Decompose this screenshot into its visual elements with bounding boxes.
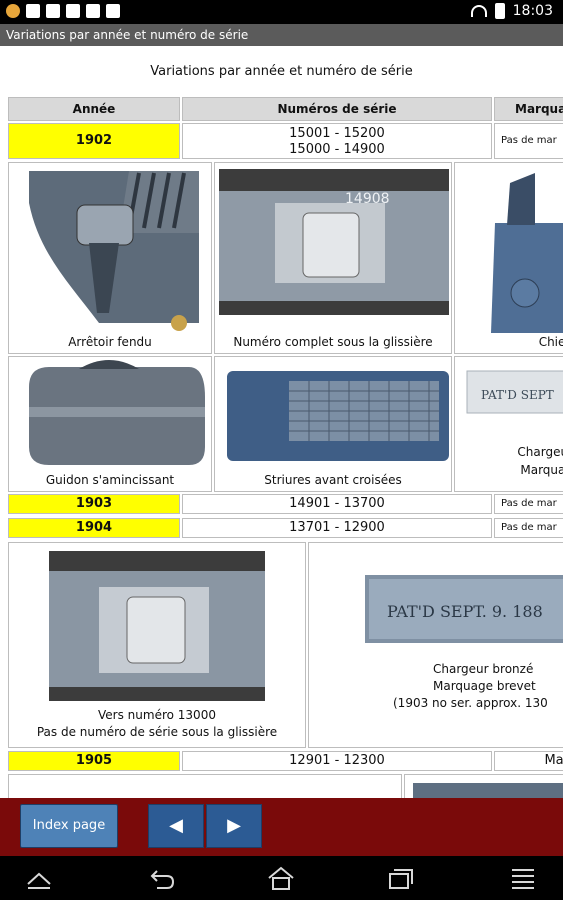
sd-card-icon bbox=[46, 4, 60, 18]
header-annee: Année bbox=[8, 97, 180, 121]
figure-caption: Vers numéro 13000 Pas de numéro de série… bbox=[9, 707, 305, 741]
arretoir-image bbox=[9, 163, 211, 333]
content-area[interactable]: Variations par année et numéro de série … bbox=[0, 46, 563, 798]
app-title: Variations par année et numéro de série bbox=[6, 28, 249, 42]
marking-1903: Pas de mar bbox=[494, 494, 563, 514]
system-nav-bar bbox=[0, 856, 563, 900]
front-sight-image bbox=[9, 357, 211, 469]
caption-line: Marquag bbox=[520, 463, 563, 477]
plate-image bbox=[413, 783, 563, 798]
caption-line: Vers numéro 13000 bbox=[98, 708, 216, 722]
back-icon[interactable] bbox=[145, 866, 175, 890]
year-1905: 1905 bbox=[8, 751, 180, 771]
year-1904: 1904 bbox=[8, 518, 180, 538]
recents-icon[interactable] bbox=[386, 866, 416, 890]
clock: 18:03 bbox=[512, 3, 553, 19]
serials-1905: 12901 - 12300 bbox=[182, 751, 492, 771]
marking-1902: Pas de mar bbox=[494, 123, 563, 159]
serials-1904: 13701 - 12900 bbox=[182, 518, 492, 538]
year-1902: 1902 bbox=[8, 123, 180, 159]
serial-range: 15000 - 14900 bbox=[289, 142, 385, 157]
figure-vers-13000: Vers numéro 13000 Pas de numéro de série… bbox=[8, 542, 306, 748]
slide-number-image: 14908 bbox=[215, 163, 451, 333]
figure-striures: Striures avant croisées bbox=[214, 356, 452, 492]
serials-1902: 15001 - 15200 15000 - 14900 bbox=[182, 123, 492, 159]
patent-stamp: PAT'D SEPT bbox=[481, 388, 554, 402]
next-button[interactable]: ▶ bbox=[206, 804, 262, 848]
hammer-image bbox=[455, 163, 563, 333]
figure-chargeur-bronze: PAT'D SEPT. 9. 188 Chargeur bronzé Marqu… bbox=[308, 542, 563, 748]
serrations-image bbox=[215, 357, 451, 469]
bottom-toolbar: Index page ◀ ▶ bbox=[0, 798, 563, 856]
figure-chargeur: PAT'D SEPT Chargeur Marquag bbox=[454, 356, 563, 492]
figure-numero-complet: 14908 Numéro complet sous la glissière bbox=[214, 162, 452, 354]
figure-caption: Chargeur Marquag bbox=[455, 443, 563, 479]
serials-1903: 14901 - 13700 bbox=[182, 494, 492, 514]
figure-1905-right bbox=[404, 774, 563, 798]
figure-caption: Arrêtoir fendu bbox=[68, 335, 152, 349]
caption-line: Marquage brevet bbox=[433, 679, 536, 693]
status-bar: 18:03 bbox=[0, 0, 563, 24]
patent-stamp: PAT'D SEPT. 9. 188 bbox=[387, 602, 543, 621]
marking-1904: Pas de mar bbox=[494, 518, 563, 538]
figure-caption: Chien bbox=[538, 335, 563, 349]
home-icon[interactable] bbox=[266, 866, 296, 890]
wifi-icon bbox=[470, 5, 487, 17]
serial-range: 15001 - 15200 bbox=[289, 126, 385, 141]
serial-stamp: 14908 bbox=[345, 191, 390, 207]
figure-1905-left bbox=[8, 774, 402, 798]
checkbox-icon bbox=[86, 4, 100, 18]
figure-chien: Chien bbox=[454, 162, 563, 354]
year-1903: 1903 bbox=[8, 494, 180, 514]
menu-icon[interactable] bbox=[508, 866, 538, 890]
caption-line: Chargeur bronzé bbox=[433, 662, 534, 676]
figure-caption: Guidon s'amincissant bbox=[45, 473, 175, 487]
app-title-bar: Variations par année et numéro de série bbox=[0, 24, 563, 46]
battery-icon bbox=[494, 3, 505, 19]
figure-caption: Numéro complet sous la glissière bbox=[233, 335, 433, 349]
caption-line: Pas de numéro de série sous la glissière bbox=[36, 725, 278, 739]
page-heading: Variations par année et numéro de série bbox=[150, 64, 413, 79]
up-icon[interactable] bbox=[24, 866, 54, 890]
figure-caption: Striures avant croisées bbox=[264, 473, 402, 487]
header-marquage: Marqua bbox=[494, 97, 563, 121]
caption-line: Chargeur bbox=[517, 445, 563, 459]
patent-plate-image: PAT'D SEPT. 9. 188 bbox=[309, 543, 563, 651]
figure-caption: Chargeur bronzé Marquage brevet (1903 no… bbox=[309, 661, 563, 712]
notification-icons bbox=[6, 4, 120, 18]
left-arrow-icon: ◀ bbox=[169, 815, 183, 836]
download-icon bbox=[66, 4, 80, 18]
header-serials: Numéros de série bbox=[182, 97, 492, 121]
figure-arretoir: Arrêtoir fendu bbox=[8, 162, 212, 354]
briefcase-icon bbox=[106, 4, 120, 18]
caption-line: (1903 no ser. approx. 130 bbox=[393, 696, 548, 710]
slide-no-number-image bbox=[9, 543, 305, 711]
mail-icon bbox=[26, 4, 40, 18]
marking-1905: Mar bbox=[494, 751, 563, 771]
notification-icon bbox=[6, 4, 20, 18]
magazine-plate-image: PAT'D SEPT bbox=[455, 357, 563, 427]
previous-button[interactable]: ◀ bbox=[148, 804, 204, 848]
right-arrow-icon: ▶ bbox=[227, 815, 241, 836]
index-page-button[interactable]: Index page bbox=[20, 804, 118, 848]
figure-guidon: Guidon s'amincissant bbox=[8, 356, 212, 492]
